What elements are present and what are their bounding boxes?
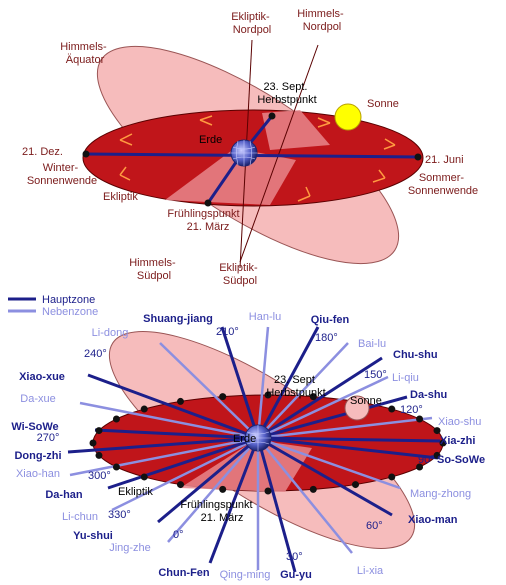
sun-icon (335, 104, 361, 130)
term-label-qiu-fen: Qiu-fen (311, 314, 350, 326)
degree-label: 270° (37, 432, 60, 444)
term-label-xiao-xue: Xiao-xue (19, 371, 65, 383)
term-label-da-shu: Da-shu (410, 389, 447, 401)
label-ecliptic-south-pole: Ekliptik- Südpol (219, 262, 261, 287)
label-earth: Erde (199, 134, 222, 146)
degree-label: 300° (88, 470, 111, 482)
ecliptic-point (113, 416, 120, 423)
label-dec: 21. Dez. (22, 146, 63, 158)
label-spring-equinox-bottom: Frühlingspunkt 21. März (180, 499, 255, 524)
top-diagram: Ekliptik- Nordpol Himmels- Nordpol Himme… (22, 8, 478, 303)
degree-label: 150° (364, 369, 387, 381)
ecliptic-point (141, 473, 148, 480)
degree-label: 120° (400, 404, 423, 416)
degree-label: 0° (173, 529, 184, 541)
ecliptic-point (95, 452, 102, 459)
term-label-li-xia: Li-xia (357, 565, 384, 577)
term-label-xiao-shu: Xiao-shu (438, 416, 481, 428)
degree-label: 210° (216, 326, 239, 338)
ecliptic-point (177, 398, 184, 405)
label-ecliptic-bottom: Ekliptik (118, 486, 153, 498)
label-celestial-north-pole: Himmels- Nordpol (297, 8, 347, 33)
point-autumn (269, 113, 276, 120)
ecliptic-point (219, 486, 226, 493)
ecliptic-point (416, 416, 423, 423)
legend-main-label: Hauptzone (42, 294, 95, 306)
label-celestial-south-pole: Himmels- Südpol (129, 257, 179, 282)
term-label-xia-zhi: Xia-zhi (440, 435, 475, 447)
ecliptic-point (388, 406, 395, 413)
label-earth-bottom: Erde (233, 433, 256, 445)
label-autumn-equinox: 23. Sept. Herbstpunkt (257, 81, 316, 106)
term-label-li-dong: Li-dong (92, 327, 129, 339)
degree-label: 330° (108, 509, 131, 521)
legend: Hauptzone Nebenzone (8, 294, 98, 318)
ecliptic-point (265, 488, 272, 495)
degree-label: 30° (286, 551, 303, 563)
term-label-li-qiu: Li-qiu (392, 372, 419, 384)
label-sun-bottom: Sonne (350, 395, 382, 407)
point-spring (205, 200, 212, 207)
term-label-xiao-man: Xiao-man (408, 514, 458, 526)
term-label-shuang-jiang: Shuang-jiang (143, 313, 213, 325)
bottom-diagram: 23. Sept Herbstpunkt Sonne Erde Ekliptik… (11, 294, 485, 585)
label-celestial-equator: Himmels- Äquator (60, 41, 110, 66)
degree-label: 180° (315, 332, 338, 344)
ecliptic-point (95, 427, 102, 434)
point-winter (83, 151, 90, 158)
term-label-chun-fen: Chun-Fen (158, 567, 210, 579)
term-label-dong-zhi: Dong-zhi (14, 450, 61, 462)
ecliptic-point (310, 486, 317, 493)
ecliptic-point (113, 464, 120, 471)
label-spring-equinox: Frühlingspunkt 21. März (167, 208, 242, 233)
degree-label: 240° (84, 348, 107, 360)
term-label-chu-shu: Chu-shu (393, 349, 438, 361)
term-label-bai-lu: Bai-lu (358, 338, 386, 350)
label-summer-solstice: Sommer- Sonnenwende (408, 172, 478, 197)
term-label-li-chun: Li-chun (62, 511, 98, 523)
term-label-yu-shui: Yu-shui (73, 530, 113, 542)
label-june: 21. Juni (425, 154, 464, 166)
ecliptic-point (434, 427, 441, 434)
ecliptic-point (90, 440, 97, 447)
term-label-gu-yu: Gu-yu (280, 569, 312, 581)
point-summer (415, 154, 422, 161)
term-label-jing-zhe: Jing-zhe (109, 542, 151, 554)
ecliptic-point (388, 473, 395, 480)
term-label-han-lu: Han-lu (249, 311, 281, 323)
label-ecliptic: Ekliptik (103, 191, 138, 203)
earth-icon (231, 140, 257, 166)
term-label-xiao-han: Xiao-han (16, 468, 60, 480)
ecliptic-point (177, 481, 184, 488)
degree-label: 90° (418, 454, 435, 466)
term-label-da-xue: Da-xue (20, 393, 55, 405)
term-label-qing-ming: Qing-ming (220, 569, 271, 581)
label-sun: Sonne (367, 98, 399, 110)
term-label-da-han: Da-han (45, 489, 83, 501)
ecliptic-point (219, 393, 226, 400)
label-ecliptic-north-pole: Ekliptik- Nordpol (231, 11, 273, 36)
legend-minor-label: Nebenzone (42, 306, 98, 318)
term-label-mang-zhong: Mang-zhong (410, 488, 471, 500)
term-label-so-sowe: So-SoWe (437, 454, 485, 466)
ecliptic-point (141, 406, 148, 413)
ecliptic-point (352, 481, 359, 488)
label-autumn-equinox-bottom: 23. Sept Herbstpunkt (266, 374, 325, 399)
degree-label: 60° (366, 520, 383, 532)
